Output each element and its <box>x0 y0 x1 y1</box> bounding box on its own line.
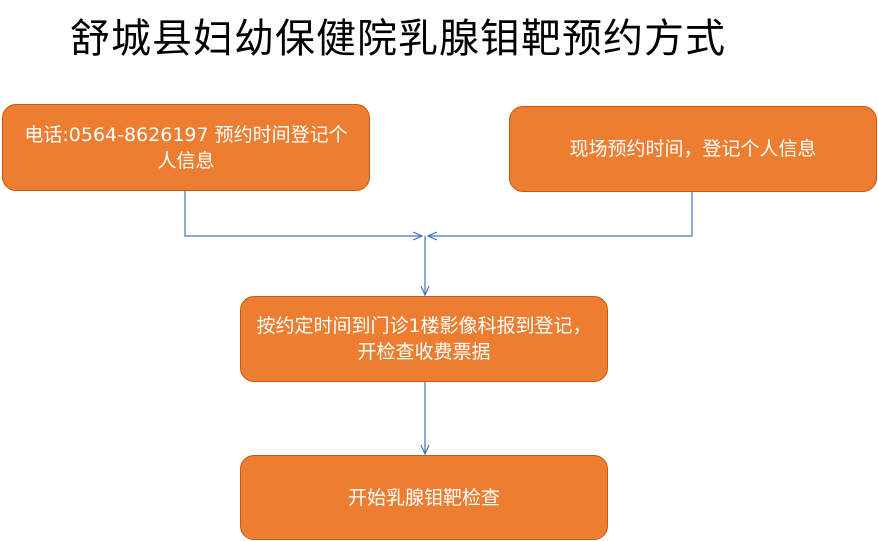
connector-phone-to-junction <box>184 191 422 236</box>
node-onsite-booking: 现场预约时间，登记个人信息 <box>509 106 877 192</box>
node-checkin: 按约定时间到门诊1楼影像科报到登记，开检查收费票据 <box>240 296 608 382</box>
node-onsite-booking-label: 现场预约时间，登记个人信息 <box>569 138 817 160</box>
node-phone-booking: 电话:0564-8626197 预约时间登记个人信息 <box>2 104 370 191</box>
node-start-exam: 开始乳腺钼靶检查 <box>240 455 608 540</box>
node-start-exam-label: 开始乳腺钼靶检查 <box>347 486 500 509</box>
node-checkin-label: 按约定时间到门诊1楼影像科报到登记，开检查收费票据 <box>256 315 592 363</box>
connector-onsite-to-junction <box>428 192 693 236</box>
page-title: 舒城县妇幼保健院乳腺钼靶预约方式 <box>70 16 726 62</box>
node-phone-booking-label: 电话:0564-8626197 预约时间登记个人信息 <box>24 123 348 172</box>
